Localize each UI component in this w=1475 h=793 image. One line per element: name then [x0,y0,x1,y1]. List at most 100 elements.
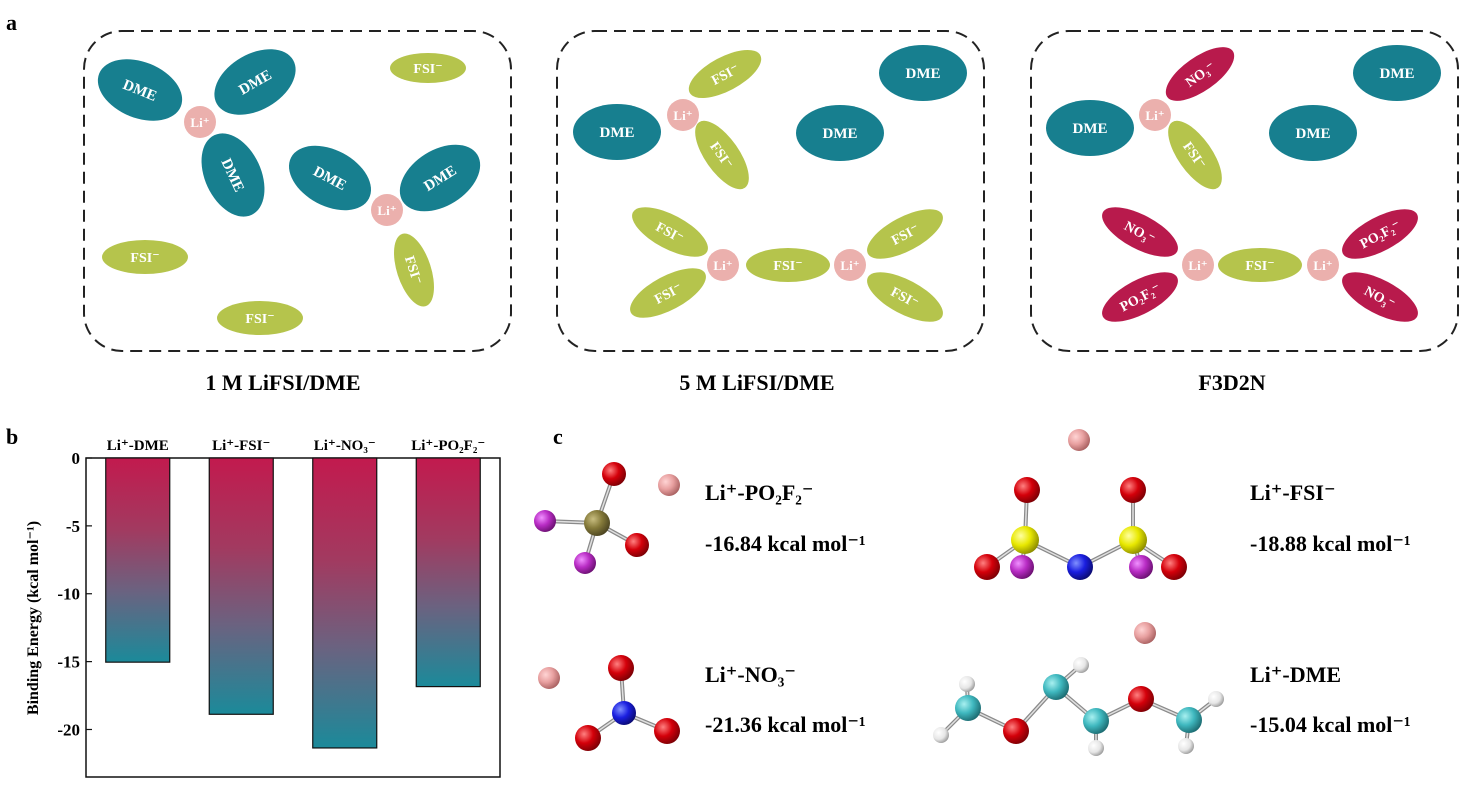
fsi-ellipse: FSI⁻ [746,248,830,282]
fsi-label: FSI⁻ [245,312,274,327]
no3-shape [1342,272,1418,322]
fsi-label: FSI⁻ [773,259,802,274]
li-ion-circle [1307,249,1339,281]
atom-c [955,695,981,721]
y-axis-label: Binding Energy (kcal mol⁻¹) [25,521,42,715]
label-no3-name: Li⁺-NO₃⁻ [705,662,796,687]
no3-ellipse: NO₃⁻ [1342,272,1418,322]
po2f2-shape [1102,272,1178,322]
fsi-label: FSI⁻ [1245,259,1274,274]
y-tick-label: -15 [57,653,80,672]
atom-s [1011,526,1039,554]
y-tick-label: 0 [72,449,81,468]
dme-label: DME [1296,126,1331,142]
atom-h [1073,657,1089,673]
atom-o [608,655,634,681]
no3-ellipse: NO₃⁻ [1165,47,1235,101]
bar [208,457,274,715]
li-ion-circle [834,249,866,281]
atom-n [1067,554,1093,580]
panel-a-letter: a [6,10,17,35]
dme-shape [879,45,967,101]
atom-h [933,727,949,743]
no3-ellipse: NO₃⁻ [1102,207,1178,257]
atom-o [575,725,601,751]
atom-h [1088,740,1104,756]
no3-shape [1102,207,1178,257]
category-label: Li⁺-DME [107,438,169,454]
atom-c [1176,707,1202,733]
fsi-ellipse: FSI⁻ [695,120,749,190]
li-ion-label: Li⁺ [377,203,396,218]
atom-li [658,474,680,496]
box-3-border [1030,30,1459,352]
dme-ellipse: DME [1046,100,1134,156]
dme-shape [1269,105,1357,161]
dme-ellipse: DME [1269,105,1357,161]
atom-o [602,462,626,486]
po2f2-ellipse: PO₂F₂⁻ [1342,209,1418,259]
dme-label: DME [600,125,635,141]
atom-f [534,510,556,532]
dme-ellipse: DME [796,105,884,161]
category-label: Li⁺-FSI⁻ [212,438,270,454]
dme-ellipse: DME [288,145,372,211]
fsi-ellipse: FSI⁻ [217,301,303,335]
fsi-ellipse: FSI⁻ [1218,248,1302,282]
dme-ellipse: DME [97,59,183,121]
li-ion-circle [184,106,216,138]
atom-o [654,718,680,744]
li-ion-circle [667,99,699,131]
dme-label: DME [823,126,858,142]
atom-c [1043,674,1069,700]
plot-frame [85,457,501,778]
po2f2-shape [1342,209,1418,259]
dme-ellipse: DME [1353,45,1441,101]
label-po2f2-name: Li⁺-PO₂F₂⁻ [705,480,814,505]
bar [312,457,378,749]
label-fsi-energy: -18.88 kcal mol⁻¹ [1250,531,1411,556]
fsi-shape [390,53,466,83]
bar [105,457,171,663]
li-ion-circle [371,194,403,226]
fsi-ellipse: FSI⁻ [390,53,466,83]
fsi-shape [746,248,830,282]
atom-n [612,701,636,725]
li-ion-circle [1139,99,1171,131]
dme-label: DME [906,66,941,82]
atom-p [584,510,610,536]
fsi-shape [102,240,188,274]
atom-s [1119,526,1147,554]
atom-h [959,676,975,692]
atom-f [1010,555,1034,579]
dme-label: DME [1380,66,1415,82]
atom-h [1208,691,1224,707]
fsi-ellipse: FSI⁻ [867,272,943,322]
atom-o [625,533,649,557]
label-fsi-name: Li⁺-FSI⁻ [1250,480,1336,505]
molecule-li-po2f2 [534,462,680,574]
atom-o [974,554,1000,580]
fsi-ellipse: FSI⁻ [632,207,708,257]
fsi-label: FSI⁻ [413,62,442,77]
atom-h [1178,738,1194,754]
box-2-title: 5 M LiFSI/DME [679,370,834,395]
fsi-shape [867,272,943,322]
dme-shape [1046,100,1134,156]
dme-shape [201,133,265,217]
li-ion-label: Li⁺ [673,108,692,123]
box-1-title: 1 M LiFSI/DME [205,370,360,395]
dme-ellipse: DME [879,45,967,101]
label-no3-energy: -21.36 kcal mol⁻¹ [705,712,866,737]
fsi-label: FSI⁻ [130,251,159,266]
li-ion-label: Li⁺ [1145,108,1164,123]
atom-o [1014,477,1040,503]
binding-energy-chart: Binding Energy (kcal mol⁻¹) Li⁺-DME Li⁺-F… [25,438,501,778]
fsi-shape [1218,248,1302,282]
fsi-shape [632,207,708,257]
y-tick-label: -20 [57,720,80,739]
atom-c [1083,708,1109,734]
fsi-shape [1168,120,1222,190]
dme-ellipse: DME [214,49,296,115]
li-ion-label: Li⁺ [1188,258,1207,273]
